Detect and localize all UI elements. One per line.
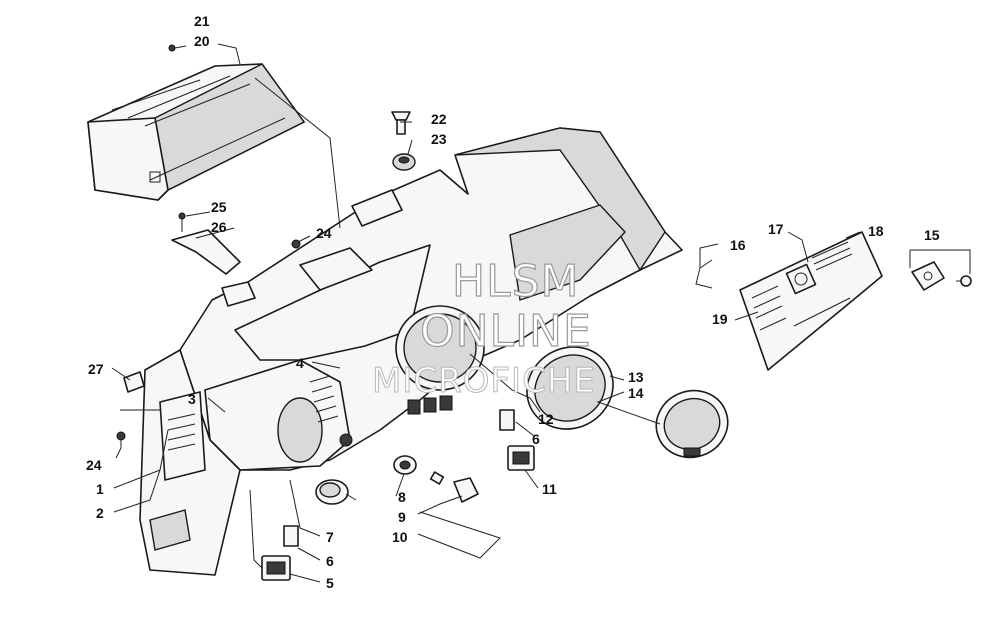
callout-label: 24 — [86, 457, 102, 473]
hook-part — [695, 259, 713, 289]
callout-label: 4 — [296, 355, 304, 371]
callout-label: 11 — [542, 481, 557, 497]
fastener-screws — [116, 44, 416, 448]
callout-label: 20 — [194, 33, 210, 49]
callout-label: 9 — [398, 509, 406, 525]
side-panel-part — [139, 349, 241, 576]
svg-text:MICROFICHE: MICROFICHE — [372, 361, 596, 401]
label-plate-part — [739, 231, 883, 371]
callout-label: 21 — [194, 13, 210, 29]
gauge-ring-part — [526, 346, 614, 430]
clip-part — [123, 371, 145, 393]
callout-label: 15 — [924, 227, 940, 243]
callout-label: 17 — [768, 221, 784, 237]
callout-label: 22 — [431, 111, 447, 127]
switch-parts — [261, 409, 535, 581]
svg-text:ONLINE: ONLINE — [420, 306, 592, 357]
storage-box-part — [87, 63, 306, 201]
callout-label: 12 — [538, 411, 554, 427]
watermark: HLSM ONLINE MICROFICHE — [372, 255, 596, 401]
callout-label: 19 — [712, 311, 728, 327]
speedometer-part — [655, 389, 729, 459]
callout-label: 6 — [326, 553, 334, 569]
callout-label: 13 — [628, 369, 644, 385]
callout-label: 8 — [398, 489, 406, 505]
callout-label: 10 — [392, 529, 408, 545]
lock-part — [911, 261, 972, 291]
callout-label: 6 — [532, 431, 540, 447]
callout-label: 26 — [211, 219, 227, 235]
warning-label — [309, 375, 339, 423]
callout-label: 14 — [628, 385, 644, 401]
callout-label: 18 — [868, 223, 884, 239]
ignition-parts — [315, 455, 479, 505]
callout-label: 2 — [96, 505, 104, 521]
svg-text:HLSM: HLSM — [452, 256, 580, 307]
callout-label: 5 — [326, 575, 334, 591]
bracket-part — [171, 229, 241, 275]
callout-label: 16 — [730, 237, 746, 253]
callout-labels: 21 20 22 23 25 26 24 16 17 18 15 19 4 27… — [86, 13, 940, 591]
callout-label: 23 — [431, 131, 447, 147]
callout-label: 24 — [316, 225, 332, 241]
callout-label: 27 — [88, 361, 104, 377]
callout-label: 1 — [96, 481, 104, 497]
dashboard-body-part — [179, 127, 683, 471]
leader-lines — [111, 43, 971, 583]
callout-label: 3 — [188, 391, 196, 407]
callout-label: 25 — [211, 199, 227, 215]
callout-label: 7 — [326, 529, 334, 545]
